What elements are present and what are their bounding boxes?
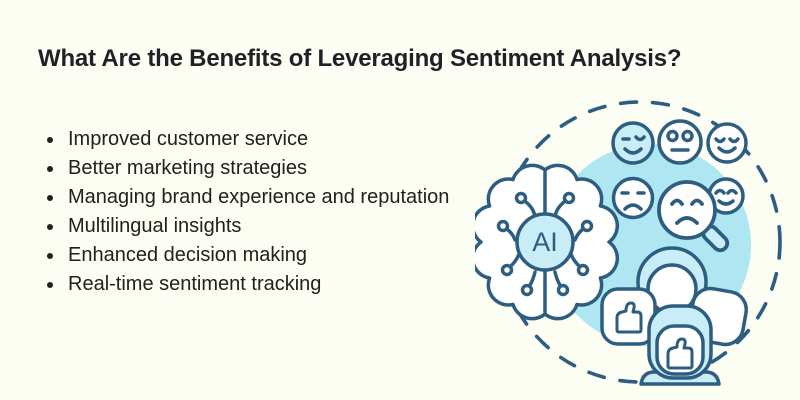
sentiment-analysis-illustration: AI [475,100,782,386]
thumbs-up-icon [666,337,694,370]
bullet-icon [47,281,53,288]
ai-label: AI [532,227,558,257]
brain-circuit-icon: AI [475,163,620,321]
emoji-wink-icon [611,121,655,165]
page-title: What Are the Benefits of Leveraging Sent… [38,45,682,72]
benefits-list: Improved customer service Better marketi… [47,125,449,299]
emoji-neutral-icon [657,119,703,165]
emoji-sad-icon [611,176,655,220]
list-item-label: Enhanced decision making [68,244,308,266]
emoji-happy-icon [706,122,748,164]
list-item-label: Managing brand experience and reputation [68,186,450,208]
list-item: Better marketing strategies [47,154,449,183]
list-item: Managing brand experience and reputation [47,183,449,212]
bullet-icon [47,165,53,172]
list-item-label: Better marketing strategies [68,157,307,179]
people-thumbs-up-icon [600,246,749,386]
list-item-label: Improved customer service [68,128,309,150]
list-item-label: Multilingual insights [68,215,242,237]
bullet-icon [47,223,53,230]
emoji-smile-small-icon [707,177,745,215]
ai-badge-icon: AI [515,212,575,272]
magnifier-frown-icon [657,180,730,253]
bullet-icon [47,136,53,143]
list-item: Real-time sentiment tracking [47,270,449,299]
bullet-icon [47,194,53,201]
list-item: Multilingual insights [47,212,449,241]
bullet-icon [47,252,53,259]
list-item: Enhanced decision making [47,241,449,270]
thumbs-up-icon [615,301,643,334]
dashed-circle-icon [498,100,782,384]
list-item: Improved customer service [47,125,449,154]
list-item-label: Real-time sentiment tracking [68,273,322,295]
